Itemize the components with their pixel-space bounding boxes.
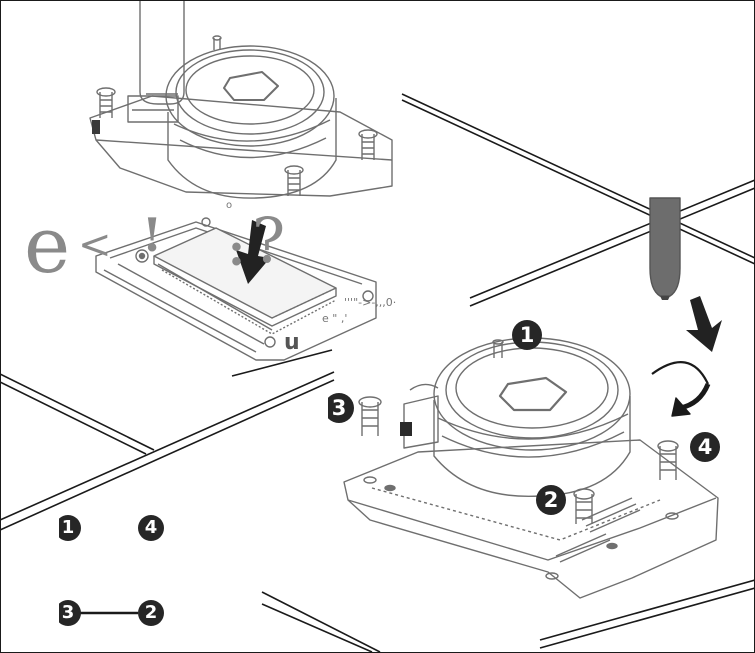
step-badge-4: 4: [690, 432, 720, 462]
step-badge-1: 1: [512, 320, 542, 350]
pump-head-top: [89, 0, 393, 199]
legend-badge-1-clip: [55, 513, 59, 543]
artifact-glyph-a: <: [78, 222, 112, 268]
artifact-glyph-b: !: [142, 208, 163, 262]
step-badge-2: 2: [536, 485, 566, 515]
step-badge-3: 3: [324, 393, 354, 423]
artifact-noise-c: o: [226, 200, 233, 211]
legend-badge-3-clip: [55, 598, 59, 628]
artifact-noise-d: u: [284, 330, 300, 355]
artifact-noise-b: '''"->-,,,0·: [344, 296, 397, 309]
artifact-glyph-d: :: [228, 222, 245, 276]
legend-badge-4: 4: [138, 515, 164, 541]
artifact-noise-a: e " ,': [322, 312, 348, 325]
artifact-glyph-c: ?: [252, 204, 286, 277]
step-badge-3-clip: [324, 393, 328, 423]
legend-badge-2: 2: [138, 600, 164, 626]
artifact-large-e: e: [24, 201, 71, 291]
legend-badge-1: 1: [55, 515, 81, 541]
legend-badge-3: 3: [55, 600, 81, 626]
